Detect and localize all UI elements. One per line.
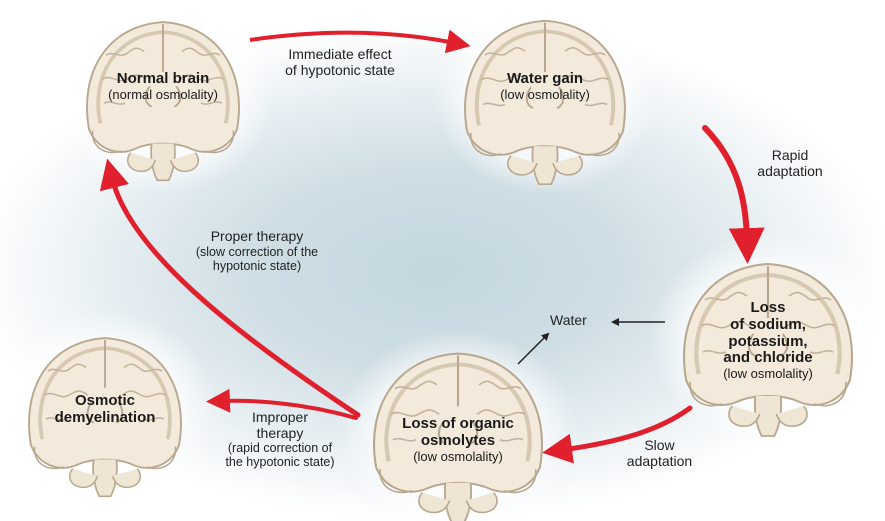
rapid-adaptation-line1: Rapid [771, 147, 809, 163]
proper-therapy-detail-line1: (slow correction of the [195, 244, 319, 259]
normal-brain-subtitle: (normal osmolality) [108, 86, 218, 102]
proper-therapy-title: Proper therapy [210, 228, 304, 244]
improper-therapy-detail-line2: the hypotonic state) [225, 455, 335, 470]
organic-osmolyte-title-line1: Loss of organic [402, 415, 514, 432]
electrolyte-loss-label: Loss of sodium, potassium, and chloride … [693, 299, 843, 382]
arrow-rapid-adaptation [702, 125, 765, 264]
immediate-effect-label: Immediate effect of hypotonic state [265, 46, 415, 78]
arrow-immediate-effect [249, 29, 471, 54]
water-label: Water [550, 312, 587, 328]
water-gain-label: Water gain (low osmolality) [485, 70, 605, 102]
slow-adaptation-line1: Slow [644, 437, 675, 453]
organic-osmolyte-label: Loss of organic osmolytes (low osmolalit… [383, 415, 533, 464]
improper-therapy-label: Improper therapy (rapid correction of th… [205, 409, 355, 470]
proper-therapy-label: Proper therapy (slow correction of the h… [162, 228, 352, 273]
arrow-proper-therapy [99, 158, 361, 418]
water-gain-title: Water gain [506, 70, 584, 87]
improper-therapy-detail-line1: (rapid correction of [227, 441, 333, 456]
rapid-adaptation-label: Rapid adaptation [740, 147, 840, 179]
normal-brain-title: Normal brain [116, 70, 210, 87]
arrow-slow-adaptation [542, 405, 693, 464]
electrolyte-loss-title-line2: of sodium, [730, 315, 806, 333]
rapid-adaptation-line2: adaptation [757, 162, 823, 179]
arrow-improper-therapy [206, 388, 358, 420]
electrolyte-loss-subtitle: (low osmolality) [723, 366, 813, 382]
improper-therapy-title-line1: Improper [251, 409, 309, 425]
organic-osmolyte-title-line2: osmolytes [420, 431, 496, 449]
water-arrow-out [517, 332, 550, 365]
immediate-effect-line1: Immediate effect [288, 46, 392, 62]
immediate-effect-line2: of hypotonic state [285, 61, 395, 78]
electrolyte-loss-title-line3: potassium, [728, 332, 808, 350]
electrolyte-loss-title-line1: Loss [750, 299, 786, 316]
slow-adaptation-label: Slow adaptation [612, 437, 707, 469]
slow-adaptation-line2: adaptation [626, 452, 693, 469]
osmotic-title-line2: demyelination [54, 408, 156, 426]
electrolyte-loss-title-line4: and chloride [723, 349, 813, 367]
normal-brain-label: Normal brain (normal osmolality) [93, 70, 233, 102]
organic-osmolyte-subtitle: (low osmolality) [413, 448, 503, 464]
water-gain-subtitle: (low osmolality) [500, 86, 590, 102]
proper-therapy-detail-line2: hypotonic state) [212, 258, 302, 273]
osmotic-demyelination-label: Osmotic demyelination [40, 392, 170, 427]
improper-therapy-title-line2: therapy [256, 424, 304, 441]
osmotic-title-line1: Osmotic [74, 392, 135, 409]
